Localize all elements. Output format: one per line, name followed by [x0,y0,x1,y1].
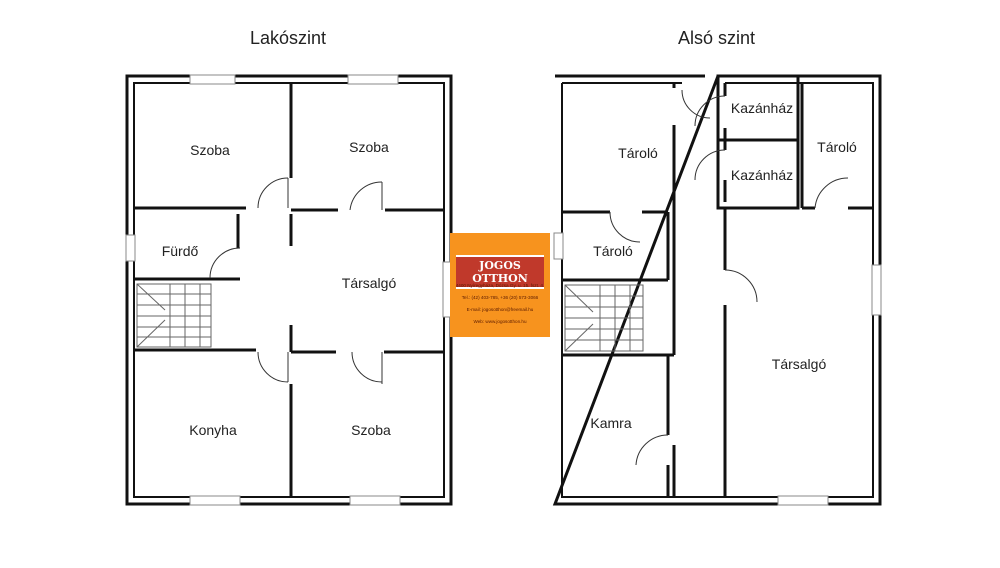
window [347,74,399,85]
window [553,232,564,260]
window [349,495,401,506]
room-label-kamra: Kamra [590,415,631,431]
window [777,495,829,506]
lower-outer-wall-inner [561,82,874,498]
lower-outer-wall-outer [552,74,882,506]
jogos-otthon-logo: JOGOS OTTHON 4400 Nyíregyháza, Dózsa Gy.… [450,233,550,337]
upper-floor-plan: Szoba Szoba Fürdő Társalgó Konyha Szoba [125,74,453,506]
room-label-tarsalgo-lower: Társalgó [772,356,827,372]
room-label-szoba-tl: Szoba [190,142,230,158]
room-label-furdo: Fürdő [162,243,199,259]
lower-floor-title: Alsó szint [678,28,756,48]
room-label-tarolo-right: Tároló [817,139,857,155]
window [125,234,136,262]
upper-stairs [136,283,212,348]
lower-floor-plan: Tároló Kazánház Kazánház Tároló Tároló K… [552,74,882,506]
logo-email: E-mail: jogosotthon@freemail.hu [466,307,534,312]
room-label-kazanhaz-2: Kazánház [731,167,793,183]
upper-outer-wall-outer [125,74,453,506]
room-label-szoba-br: Szoba [351,422,391,438]
room-label-kazanhaz-1: Kazánház [731,100,793,116]
window [189,495,241,506]
room-label-tarsalgo-upper: Társalgó [342,275,397,291]
logo-address: 4400 Nyíregyháza, Dózsa Gy. u. 15. fszt.… [455,283,545,288]
window [189,74,236,85]
window [871,264,882,316]
room-label-konyha: Konyha [189,422,237,438]
room-label-szoba-tr: Szoba [349,139,389,155]
logo-web: Web: www.jogosotthon.hu [473,319,527,324]
lower-stairs [564,284,644,352]
room-label-tarolo-small: Tároló [593,243,633,259]
logo-name: JOGOS OTTHON [456,255,544,289]
upper-floor-title: Lakószint [250,28,327,48]
logo-phone: Tel.: (42) 403-785, +36 (20) 573-3066 [461,295,539,300]
room-label-tarolo-main: Tároló [618,145,658,161]
upper-outer-wall-inner [133,82,445,498]
